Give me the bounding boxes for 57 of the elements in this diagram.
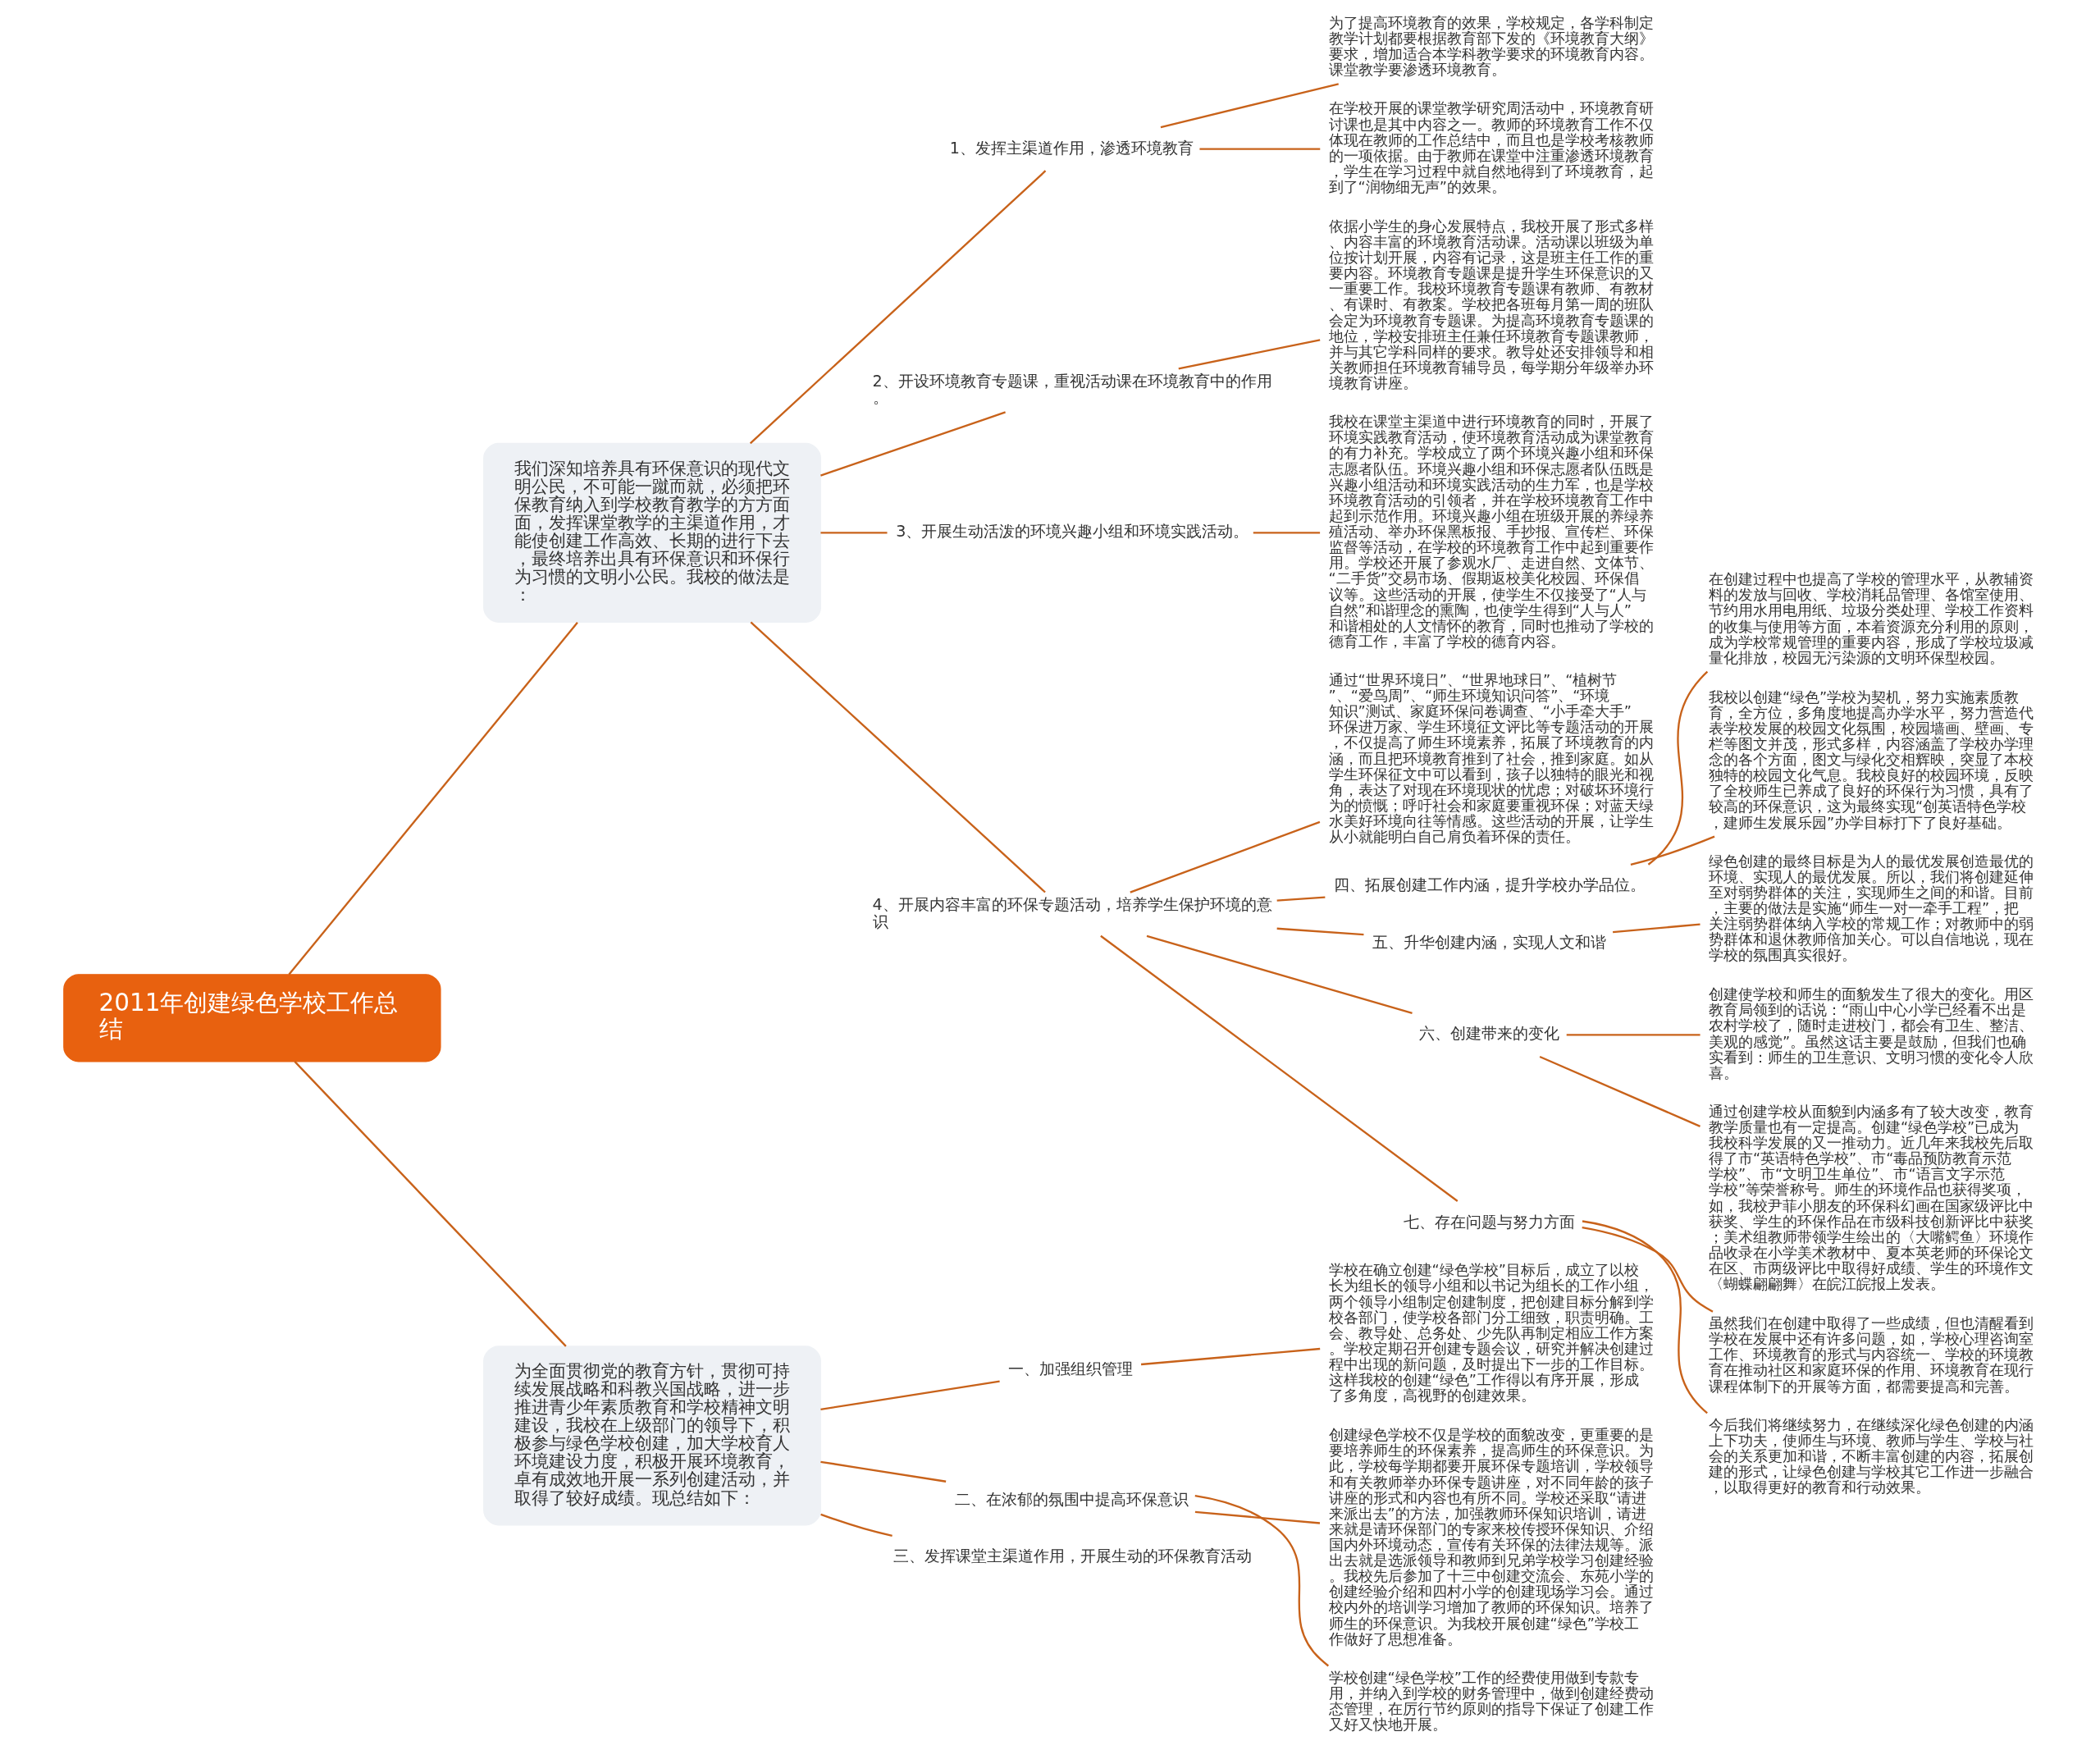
connector bbox=[819, 1460, 946, 1483]
node-text: 2、开设环境教育专题课，重视活动课在环境教育中的作用。 bbox=[872, 371, 1272, 408]
connector bbox=[1582, 1220, 1708, 1414]
connector bbox=[294, 1061, 567, 1347]
node-text: 在学校开展的课堂教学研究周活动中，环境教育研讨课也是其中内容之一。教师的环境教育工作不仅体现在教师的工作总结中，而且也是学校考核教师的一项依据。由于教师在课堂中注重渗透环境教育，学生在学习过程中就自然地得到了环境教育，起到了“润物细无声”的效果。 bbox=[1328, 100, 1654, 196]
node-text: 绿色创建的最终目标是为人的最优发展创造最优的环境、实现人的最优发展。所以，我们将创建延伸至对弱势群体的关注，实现师生之间的和谐。目前，主要的做法是实施“师生一对一牵手工程”，把关注弱势群体纳入学校的常规工作；对教师中的弱势群体和退休教师倍加关心。可以自信地说，现在学校的氛围真实很好。 bbox=[1708, 852, 2034, 964]
connector bbox=[1581, 1227, 1714, 1313]
connector bbox=[1276, 896, 1325, 902]
node-text: 六、创建带来的变化 bbox=[1418, 1024, 1559, 1044]
node-text: 在创建过程中也提高了学校的管理水平，从教辅资料的发放与回收、学校消耗品管理、各馆室使用、节约用水用电用纸、垃圾分类处理、学校工作资料的收集与使用等方面，本着资源充分利用的原则，成为学校常规管理的重要内容，形成了学校垃圾减量化排放，校园无污染源的文明环保型校园。 bbox=[1708, 571, 2034, 666]
connector bbox=[1647, 670, 1708, 866]
node-text: 依据小学生的身心发展特点，我校开展了形式多样、内容丰富的环境教育活动课。活动课以班级为单位按计划开展，内容有记录，这是班主任工作的重要内容。环境教育专题课是提升学生环保意识的又一重要工作。我校环境教育专题课有教师、有教材、有课时、有教案。学校把各班每月第一周的班队会定为环境教育专题课。为提高环境教育专题课的地位，学校安排班主任兼任环境教育专题课教师，并与其它学科同样的要求。教导处还安排领导和相关教师担任环境教育辅导员，每学期分年级举办环境教育讲座。 bbox=[1328, 217, 1654, 392]
connector bbox=[819, 1380, 1000, 1410]
node-text: 通过创建学校从面貌到内涵多有了较大改变，教育教学质量也有一定提高。创建“绿色学校”已成为我校科学发展的又一推动力。近几年来我校先后取得了市“英语特色学校”、市“毒品预防教育示范学校”、市“文明卫生单位”、市“语言文字示范学校”等荣誉称号。师生的环境作品也获得奖项，如，我校尹菲小朋友的环保科幻画在国家级评比中获奖、学生的环保作品在市级科技创新评比中获奖；美术组教师带领学生绘出的〈大嘴鳄鱼〉环境作品收录在小学美术教材中、夏本英老师的环保论文在区、市两级评比中取得好成绩、学生的环境作文〈蝴蝶翩翩舞〉在皖江皖报上发表。 bbox=[1708, 1103, 2034, 1293]
node-text: 创建绿色学校不仅是学校的面貌改变，更重要的是要培养师生的环保素养，提高师生的环保意识。为此，学校每学期都要开展环保专题培训，学校领导和有关教师举办环保专题讲座，对不同年龄的孩子讲座的形式和内容也有所不同。学校还采取“请进来派出去”的方法，加强教师环保知识培训，请进来就是请环保部门的专家来校传授环保知识、介绍国内外环境动态，宣传有关环保的法律法规等。派出去就是选派领导和教师到兄弟学校学习创建经验。我校先后参加了十三中创建交流会、东苑小学的创建经验介绍和四村小学的创建现场学习会。通过校内外的培训学习增加了教师的环保知识。培养了师生的环保意识。为我校开展创建“绿色”学校工作做好了思想准备。 bbox=[1328, 1427, 1654, 1647]
connector bbox=[1539, 1055, 1701, 1127]
node-text: 一、加强组织管理 bbox=[1007, 1359, 1133, 1379]
node-text: 四、拓展创建工作内涵，提升学校办学品位。 bbox=[1333, 875, 1646, 895]
node-text: 通过“世界环境日”、“世界地球日”、“植树节”、“爱鸟周”、“师生环境知识问答”、“环境知识”测试、家庭环保问卷调查、“小手牵大手”环保进万家、学生环境征文评比等专题活动的开展，不仅提高了师生环境素养，拓展了环境教育的内涵，而且把环境教育推到了社会，推到家庭。如从学生环保征文中可以看到，孩子以独特的眼光和视角，表达了对现在环境现状的忧虑；对破坏环境行为的愤慨；呼吁社会和家庭要重视环保；对蓝天绿水美好环境向往等情感。这些活动的开展，让学生从小就能明白自己肩负着环保的责任。 bbox=[1328, 671, 1654, 846]
node-text: 我校以创建“绿色”学校为契机，努力实施素质教育，全方位，多角度地提高办学水平，努力营造代表学校发展的校园文化氛围，校园墙画、壁画、专栏等图文并茂，形式多样，内容涵盖了学校办学理念的各个方面，图文与绿化交相辉映，突显了本校独特的校园文化气息。我校良好的校园环境，反映了全校师生已养成了良好的环保行为习惯，具有了较高的环保意识，这为最终实现“创英语特色学校，建师生发展乐园”办学目标打下了良好基础。 bbox=[1708, 688, 2034, 831]
connector bbox=[1129, 820, 1320, 893]
connector bbox=[287, 622, 578, 976]
node-text: 3、开展生动活泼的环境兴趣小组和环境实践活动。 bbox=[895, 522, 1249, 541]
node-text: 1、发挥主渠道作用，渗透环境教育 bbox=[949, 138, 1194, 158]
connector bbox=[819, 532, 887, 534]
connector bbox=[1253, 532, 1320, 534]
connector bbox=[819, 411, 1006, 477]
node-box: 为全面贯彻党的教育方针，贯彻可持续发展战略和科教兴国战略，进一步推进青少年素质教育和学校精神文明建设，我校在上级部门的领导下，积极参与绿色学校创建，加大学校育人环境建设力度，积极开展环境教育，卓有成效地开展一系列创建活动，并取得了较好成绩。现总结如下： bbox=[482, 1346, 821, 1526]
connector bbox=[1178, 339, 1320, 370]
connector bbox=[1140, 1347, 1320, 1366]
connector bbox=[1566, 1034, 1701, 1036]
node-box: 2011年创建绿色学校工作总结 bbox=[62, 974, 441, 1062]
node-text: 创建使学校和师生的面貌发生了很大的变化。用区教育局领到的话说：“雨山中心小学已经看不出是农村学校了，随时走进校门，都会有卫生、整洁、美观的感觉”。虽然这话主要是鼓励，但我们也确实看到：师生的卫生意识、文明习惯的变化令人欣喜。 bbox=[1708, 986, 2034, 1081]
connector bbox=[1194, 1510, 1320, 1524]
node-text: 学校创建“绿色学校”工作的经费使用做到专款专用，并纳入到学校的财务管理中，做到创建经费动态管理，在厉行节约原则的指导下保证了创建工作又好又快地开展。 bbox=[1328, 1669, 1654, 1734]
connector bbox=[1099, 934, 1458, 1202]
connector bbox=[819, 1513, 892, 1537]
node-box: 我们深知培养具有环保意识的现代文明公民，不可能一蹴而就，必须把环保教育纳入到学校教育教学的方方面面，发挥课堂教学的主渠道作用，才能使创建工作高效、长期的进行下去，最终培养出具有环保意识和环保行为习惯的文明小公民。我校的做法是： bbox=[482, 442, 821, 624]
node-text: 我校在课堂主渠道中进行环境教育的同时，开展了环境实践教育活动，使环境教育活动成为课堂教育的有力补充。学校成立了两个环境兴趣小组和环保志愿者队伍。环境兴趣小组和环保志愿者队伍既是兴趣小组活动和环境实践活动的生力军，也是学校环境教育活动的引领者，并在学校环境教育工作中起到示范作用。环境兴趣小组在班级开展的养绿养殖活动、举办环保黑板报、手抄报、宣传栏、环保监督等活动，在学校的环境教育工作中起到重要作用。学校还开展了参观水厂、走进自然、文体节、“二手货”交易市场、假期返校美化校园、环保倡议等。这些活动的开展，使学生不仅接受了“人与自然”和谐理念的熏陶，也使学生得到“人与人”和谐相处的人文情怀的教育，同时也推动了学校的德育工作，丰富了学校的德育内容。 bbox=[1328, 414, 1654, 650]
node-text: 七、存在问题与努力方面 bbox=[1403, 1212, 1575, 1231]
connector bbox=[750, 621, 1046, 893]
connector bbox=[1194, 1494, 1329, 1667]
node-text: 三、发挥课堂主渠道作用，开展生动的环保教育活动 bbox=[892, 1547, 1252, 1566]
node-text: 二、在浓郁的氛围中提高环保意识 bbox=[954, 1490, 1189, 1510]
node-text: 学校在确立创建“绿色学校”目标后，成立了以校长为组长的领导小组和以书记为组长的工作小组，两个领导小组制定创建制度，把创建目标分解到学校各部门，使学校各部门分工细致，职责明确。工会、教导处、总务处、少先队再制定相应工作方案。学校定期召开创建专题会议，研究并解决创建过程中出现的新问题，及时提出下一步的工作目标。这样我校的创建“绿色”工作得以有序开展，形成了多角度，高视野的创建效果。 bbox=[1328, 1262, 1654, 1405]
connector bbox=[1198, 148, 1320, 150]
node-text: 虽然我们在创建中取得了一些成绩，但也清醒看到学校在发展中还有许多问题，如，学校心理咨询室工作、环境教育的形式与内容统一、学校的环境教育在推动社区和家庭环保的作用、环境教育在现行课程体制下的开展等方面，都需要提高和完善。 bbox=[1708, 1315, 2034, 1395]
connector bbox=[1612, 923, 1701, 934]
node-text: 今后我们将继续努力，在继续深化绿色创建的内涵上下功夫，使师生与环境、教师与学生、学校与社会的关系更加和谐，不断丰富创建的内容，拓展创建的形式，让绿色创建与学校其它工作进一步融合，以取得更好的教育和行动效果。 bbox=[1708, 1416, 2034, 1496]
node-text: 五、升华创建内涵，实现人文和谐 bbox=[1372, 932, 1606, 952]
connector bbox=[749, 170, 1046, 445]
node-text: 为了提高环境教育的效果，学校规定，各学科制定教学计划都要根据教育部下发的《环境教育大纲》要求，增加适合本学科教学要求的环境教育内容。课堂教学要渗透环境教育。 bbox=[1328, 14, 1654, 79]
connector bbox=[1160, 83, 1339, 129]
connector bbox=[1146, 934, 1413, 1014]
node-text: 4、开展内容丰富的环保专题活动，培养学生保护环境的意识 bbox=[872, 895, 1272, 931]
connector bbox=[1276, 927, 1364, 936]
connector bbox=[1630, 835, 1714, 866]
